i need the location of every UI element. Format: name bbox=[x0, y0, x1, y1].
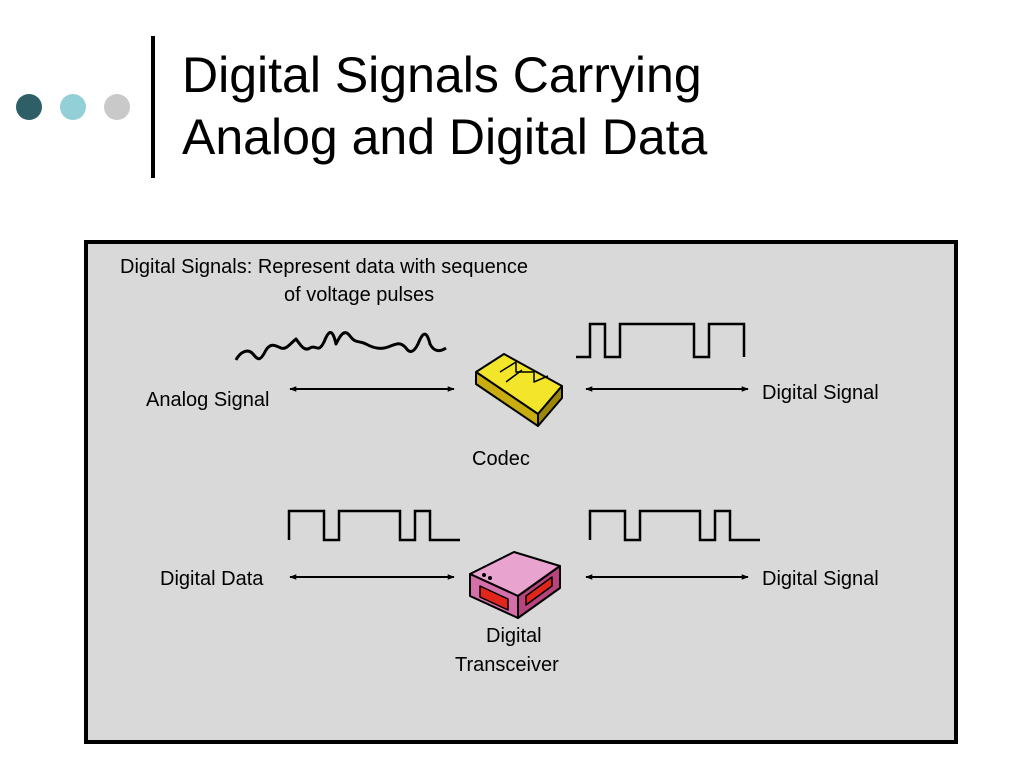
transceiver-icon bbox=[469, 551, 561, 619]
analog-signal-label: Analog Signal bbox=[146, 389, 269, 411]
title-divider bbox=[151, 36, 155, 178]
bullet-dot-gray bbox=[104, 94, 130, 120]
digital-waveform-1 bbox=[576, 322, 746, 359]
digital-waveform-2 bbox=[287, 509, 460, 542]
digital-signal-label-1: Digital Signal bbox=[762, 382, 879, 404]
bullet-dot-teal bbox=[60, 94, 86, 120]
caption-line1: Digital Signals: Represent data with seq… bbox=[120, 256, 528, 278]
slide-title-line2: Analog and Digital Data bbox=[182, 109, 708, 165]
diagram-panel: Digital Signals: Represent data with seq… bbox=[84, 240, 958, 744]
digital-signal-label-2: Digital Signal bbox=[762, 568, 879, 590]
diagram-svg: Digital Signals: Represent data with seq… bbox=[120, 256, 879, 676]
bullet-dot-dark bbox=[16, 94, 42, 120]
codec-label: Codec bbox=[472, 448, 530, 470]
transceiver-label-line1: Digital bbox=[486, 625, 542, 647]
slide-title-line1: Digital Signals Carrying bbox=[182, 47, 702, 103]
slide-title: Digital Signals Carrying Analog and Digi… bbox=[182, 44, 707, 168]
transceiver-label-line2: Transceiver bbox=[455, 654, 559, 676]
digital-waveform-3 bbox=[588, 509, 760, 542]
codec-icon bbox=[475, 353, 563, 427]
caption-line2: of voltage pulses bbox=[284, 284, 434, 306]
analog-waveform bbox=[234, 331, 447, 361]
digital-data-label: Digital Data bbox=[160, 568, 264, 590]
